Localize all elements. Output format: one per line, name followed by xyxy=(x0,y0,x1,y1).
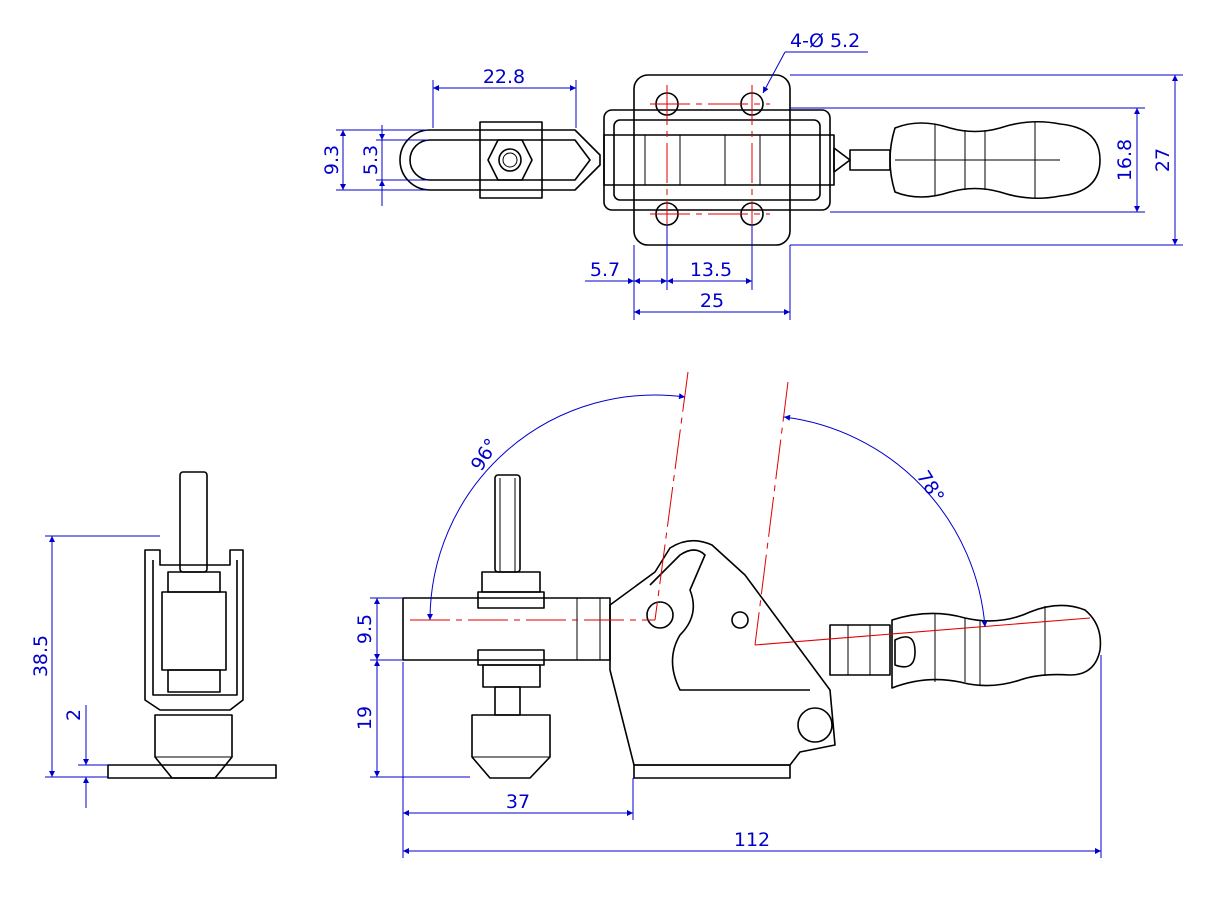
dim-arm-width-outer: 9.3 xyxy=(321,145,343,175)
dim-arm-height: 19 xyxy=(354,706,376,730)
dim-hole-callout: 4-Ø 5.2 xyxy=(790,30,860,52)
lower-washer xyxy=(477,649,545,666)
side-body xyxy=(609,539,836,779)
rubber-tip xyxy=(471,714,551,779)
dim-frame-height: 16.8 xyxy=(1114,139,1136,181)
front-view: 38.5 2 xyxy=(30,471,277,808)
dim-total-height: 38.5 xyxy=(30,635,52,677)
pivot-pin xyxy=(646,601,674,629)
dim-handle-angle: 78° xyxy=(912,467,949,507)
top-handle xyxy=(849,120,1101,200)
front-dimensions: 38.5 2 xyxy=(30,535,160,808)
dim-hole-offset: 5.7 xyxy=(590,259,620,281)
dim-arm-slot-length: 22.8 xyxy=(483,66,525,88)
mount-hole-side xyxy=(797,707,833,743)
front-base-plate xyxy=(107,764,277,779)
dim-base-width: 25 xyxy=(700,290,724,312)
top-dimensions: 22.8 9.3 5.3 16.8 27 5.7 13.5 25 xyxy=(321,30,1183,320)
dim-base-thickness: 2 xyxy=(63,709,85,721)
top-nut xyxy=(487,139,533,181)
top-centerlines xyxy=(650,85,770,235)
top-spindle xyxy=(498,148,522,172)
dim-arm-width-inner: 5.3 xyxy=(360,145,382,175)
side-centerlines xyxy=(410,371,1091,646)
side-view: 96° 78° 9.5 19 37 112 xyxy=(354,371,1102,858)
upper-washer xyxy=(477,591,545,609)
dim-base-height: 27 xyxy=(1152,148,1174,172)
dim-spindle-reach: 37 xyxy=(506,791,530,813)
top-frame xyxy=(603,109,851,211)
link-hole xyxy=(731,611,749,629)
dim-hole-spacing: 13.5 xyxy=(690,259,732,281)
dim-overall-length: 112 xyxy=(734,829,770,851)
side-handle xyxy=(829,604,1102,689)
side-base-plate xyxy=(633,764,791,779)
front-spindle xyxy=(179,471,208,573)
lower-nut xyxy=(482,664,541,688)
top-arm xyxy=(399,121,601,199)
dim-arm-thickness: 9.5 xyxy=(354,614,376,644)
dim-open-angle: 96° xyxy=(467,435,504,475)
side-spindle xyxy=(471,474,551,779)
top-base-plate xyxy=(633,74,791,246)
top-view: 22.8 9.3 5.3 16.8 27 5.7 13.5 25 xyxy=(321,30,1183,320)
upper-nut xyxy=(481,571,541,593)
